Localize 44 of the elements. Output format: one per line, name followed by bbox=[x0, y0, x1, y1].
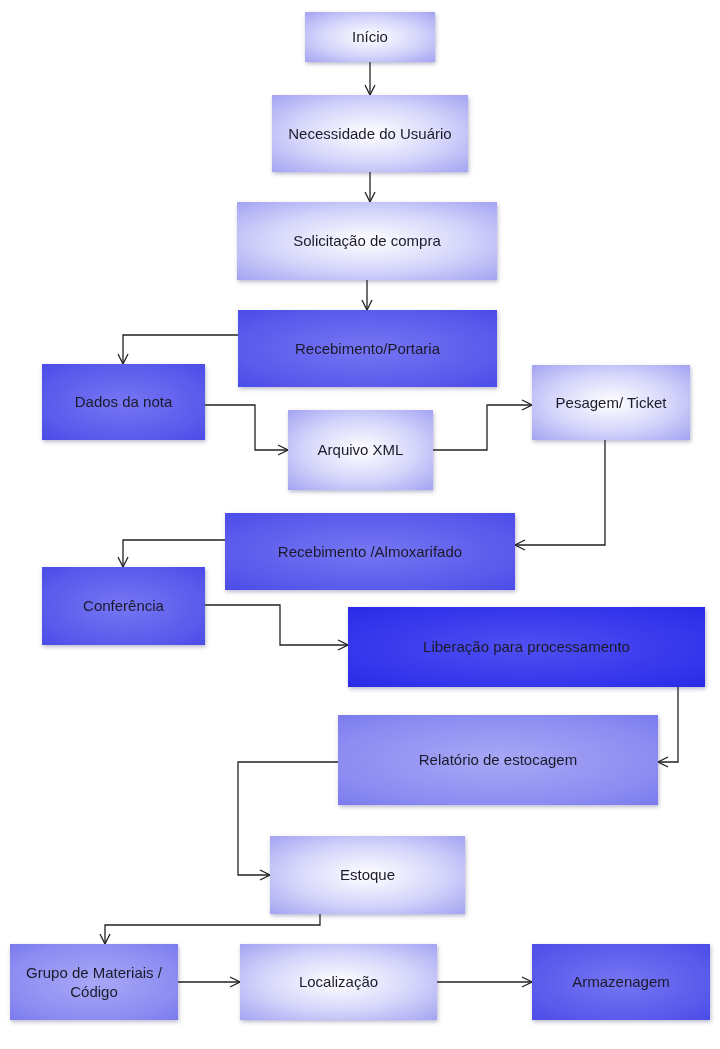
arrow bbox=[514, 439, 606, 551]
box-label: Grupo de Materiais / Código bbox=[25, 962, 163, 1002]
process-box bbox=[532, 944, 710, 1020]
box-label: Recebimento/Portaria bbox=[294, 338, 441, 359]
process-box bbox=[305, 12, 435, 62]
box-label: Necessidade do Usuário bbox=[288, 123, 452, 144]
process-box bbox=[338, 715, 658, 805]
box-label: Liberação para processamento bbox=[423, 637, 630, 657]
arrow bbox=[657, 686, 679, 768]
process-box bbox=[272, 95, 468, 172]
arrow bbox=[361, 279, 373, 311]
process-box bbox=[288, 410, 433, 490]
box-label: Armazenagem bbox=[572, 972, 670, 992]
process-box bbox=[532, 365, 690, 440]
process-box bbox=[42, 364, 205, 440]
box-label: Recebimento /Almoxarifado bbox=[277, 541, 463, 562]
arrow bbox=[432, 399, 533, 451]
box-label: Localização bbox=[298, 972, 379, 992]
arrow bbox=[117, 334, 239, 365]
process-box bbox=[348, 607, 705, 687]
box-label: Solicitação de compra bbox=[293, 231, 441, 251]
box-label: Relatório de estocagem bbox=[418, 750, 578, 770]
box-label: Início bbox=[352, 27, 388, 47]
arrow bbox=[204, 604, 349, 651]
arrow bbox=[364, 61, 376, 96]
arrow bbox=[99, 913, 321, 945]
arrow bbox=[237, 761, 339, 881]
box-label: Estoque bbox=[339, 865, 395, 885]
process-box bbox=[270, 836, 465, 914]
arrow bbox=[204, 404, 289, 456]
process-box bbox=[237, 202, 497, 280]
process-box bbox=[240, 944, 437, 1020]
process-box bbox=[225, 513, 515, 590]
process-box bbox=[42, 567, 205, 645]
process-box bbox=[10, 944, 178, 1020]
arrow bbox=[436, 976, 533, 988]
arrow bbox=[117, 539, 226, 568]
box-label: Conferência bbox=[83, 596, 164, 616]
box-label: Arquivo XML bbox=[317, 440, 404, 460]
box-label: Pesagem/ Ticket bbox=[555, 392, 667, 413]
arrow bbox=[364, 171, 376, 203]
box-label: Dados da nota bbox=[74, 392, 173, 412]
process-box bbox=[238, 310, 497, 387]
arrow bbox=[177, 976, 241, 988]
